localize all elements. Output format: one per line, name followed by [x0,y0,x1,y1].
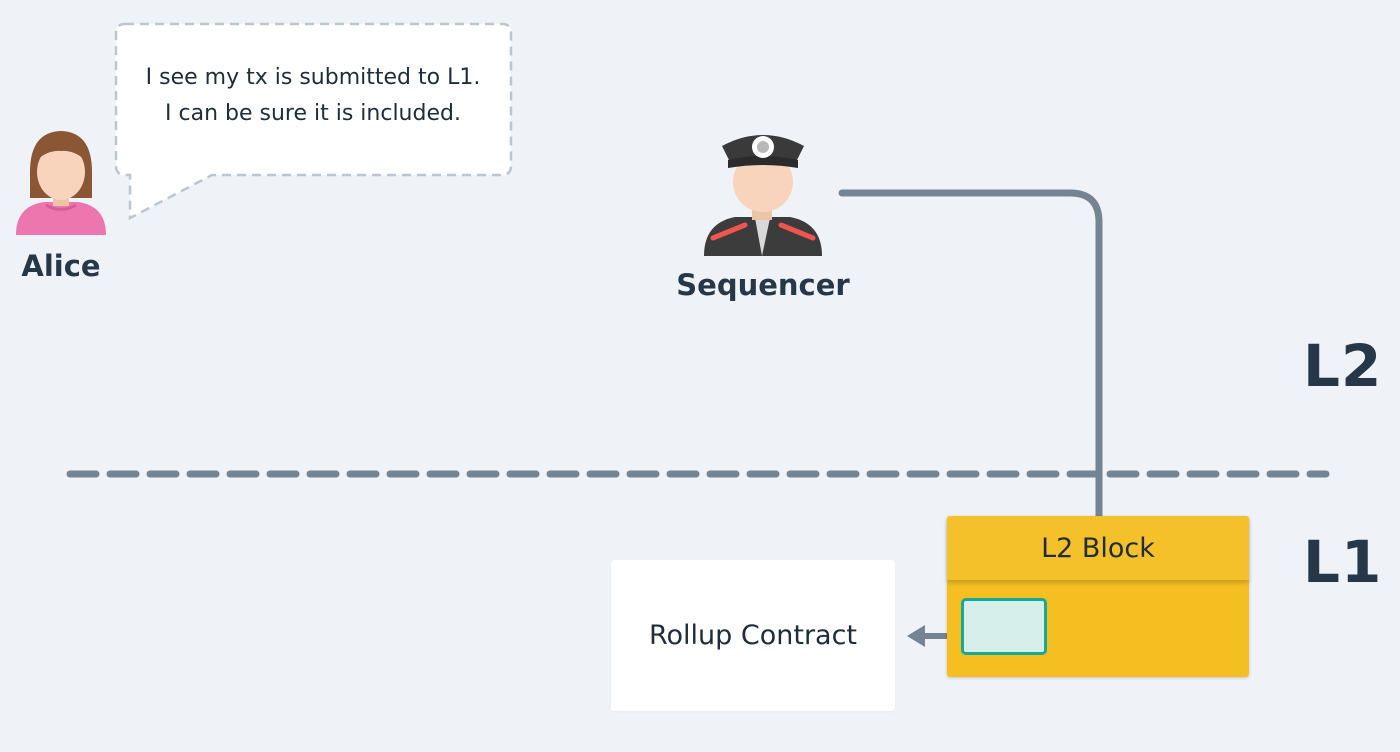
sequencer-avatar-icon [704,135,822,256]
sequencer-label: Sequencer [676,268,850,302]
l2-block-label: L2 Block [1041,532,1155,564]
speech-line-2: I can be sure it is included. [165,101,461,126]
layer-label-l1: L1 [1303,528,1383,596]
rollup-contract-box: Rollup Contract [611,560,895,711]
speech-line-1: I see my tx is submitted to L1. [145,65,481,90]
speech-bubble [114,22,513,221]
l2-block-header: L2 Block [947,516,1249,580]
l2-block: L2 Block [947,516,1249,677]
rollup-contract-label: Rollup Contract [648,620,858,651]
alice-avatar-icon [16,131,106,235]
sequencer-connector [838,189,1103,522]
transaction-box [961,598,1047,655]
alice-label: Alice [21,249,101,283]
speech-bubble-text: I see my tx is submitted to L1. I can be… [118,60,508,132]
layer-label-l2: L2 [1303,332,1383,400]
submit-arrow [907,625,948,647]
